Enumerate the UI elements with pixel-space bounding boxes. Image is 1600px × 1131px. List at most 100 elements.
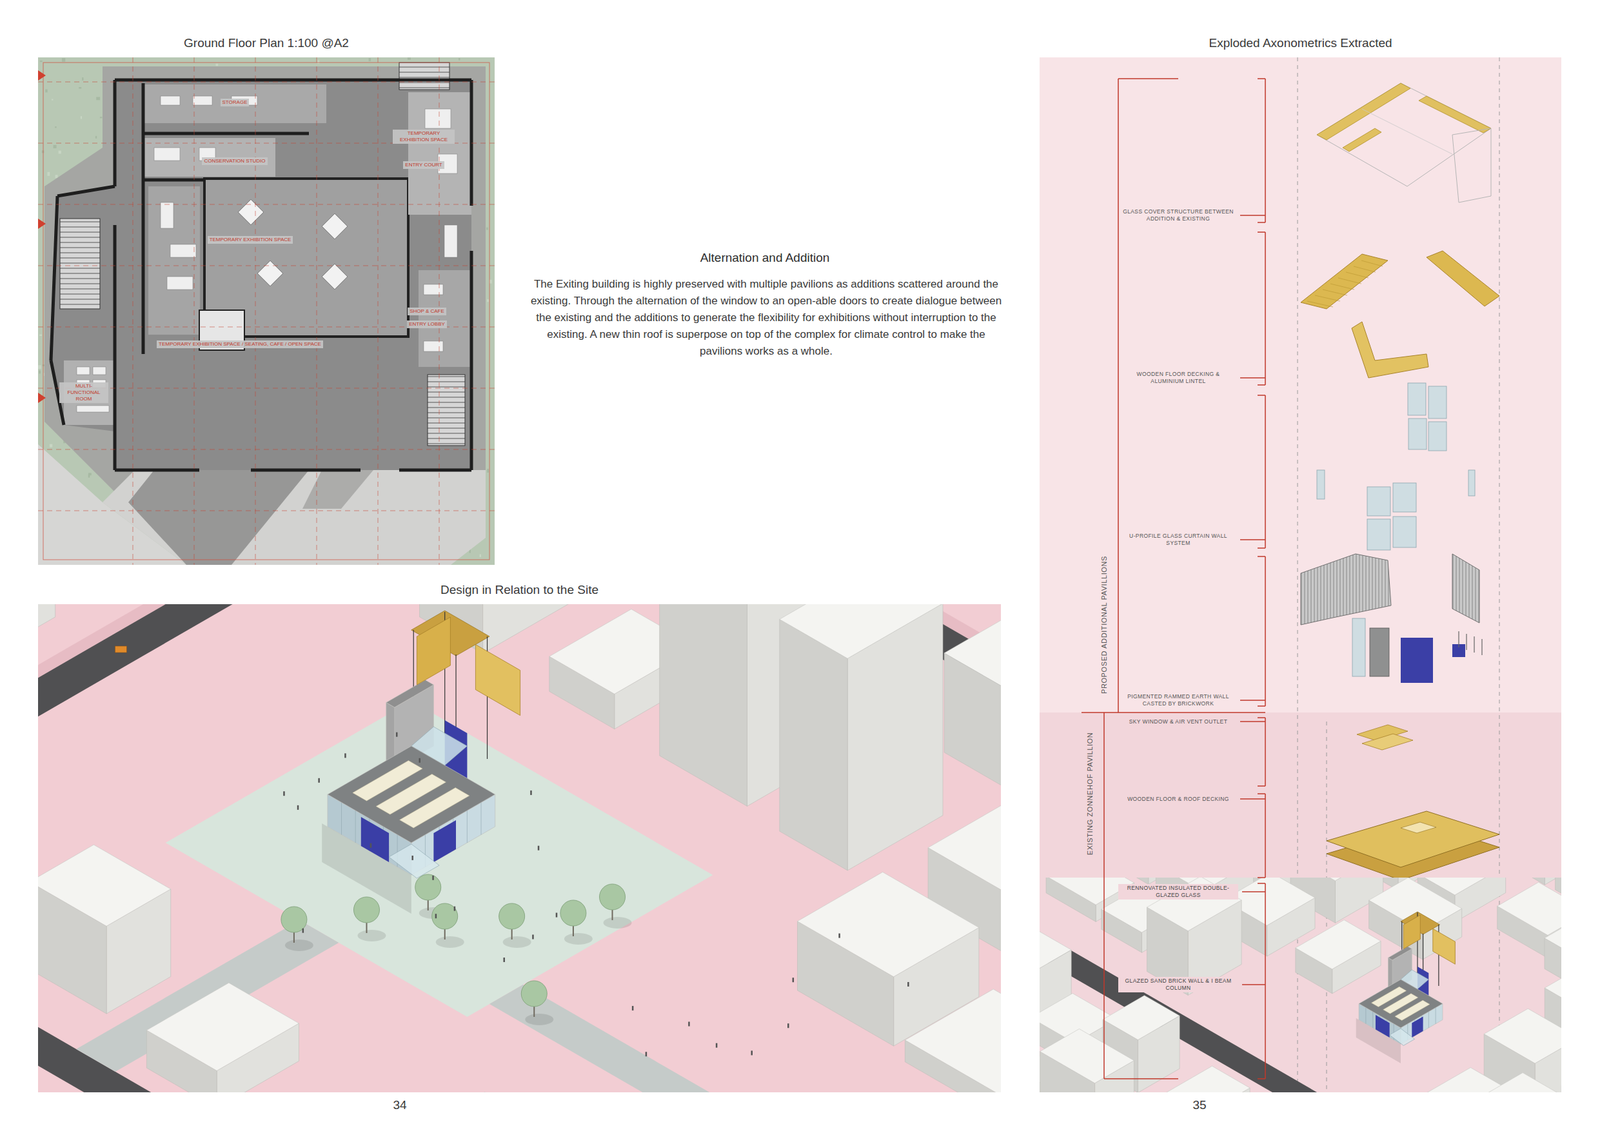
person [411, 855, 414, 861]
grass-texture [486, 299, 489, 302]
furniture [192, 96, 213, 106]
exploded-axonometric [1039, 57, 1562, 1093]
bracket-tick [1257, 882, 1266, 885]
grid-line [255, 57, 257, 565]
wall [57, 186, 115, 197]
display-plinth [321, 263, 348, 290]
furniture [424, 108, 451, 129]
grid-line [194, 57, 195, 565]
mullion [355, 810, 356, 843]
bracket-tick [1257, 384, 1266, 386]
bracket-tick [1257, 717, 1266, 719]
leader-line [1240, 720, 1266, 723]
bracket [1264, 395, 1266, 549]
room [408, 92, 472, 215]
glass-panel [1428, 386, 1447, 419]
person [537, 846, 540, 851]
room [143, 138, 276, 177]
callout-label: GLAZED SAND BRICK WALL & I BEAM COLUMN [1118, 977, 1239, 993]
grass-texture [45, 89, 48, 93]
tree [560, 900, 587, 927]
car [114, 646, 127, 653]
steel-post [1481, 639, 1482, 656]
bracket [1264, 883, 1266, 1079]
glass-panel [1408, 418, 1427, 450]
timber-plane [1300, 254, 1388, 309]
glass-frame [1452, 128, 1492, 203]
furniture [92, 366, 106, 375]
city-block [387, 1092, 575, 1094]
panel-ground [1039, 712, 1562, 1093]
bracket [1104, 1078, 1179, 1080]
leader-line [1240, 539, 1266, 541]
wall [143, 132, 309, 136]
leader-lines [1240, 215, 1266, 985]
furniture [167, 276, 193, 290]
decking-line [1361, 260, 1383, 267]
display-plinth [257, 260, 284, 287]
tree-shadow [564, 933, 593, 945]
bracket-tick [1257, 793, 1266, 795]
city-block [1544, 964, 1562, 1014]
tree [353, 897, 380, 923]
glass-canopy [388, 844, 440, 879]
bracket-tick [1257, 78, 1266, 80]
glass-panel [1316, 470, 1325, 500]
grid-marker [38, 70, 46, 81]
callout-label: PIGMENTED RAMMED EARTH WALL CASTED BY BR… [1120, 693, 1237, 708]
leader-line [1242, 891, 1266, 893]
bracket-tick [1257, 394, 1266, 396]
grass-texture [494, 561, 496, 565]
blue-panel [361, 817, 389, 863]
glass-panel [1428, 421, 1447, 451]
bracket-tick [1257, 877, 1266, 879]
city-block [797, 871, 979, 977]
paving [44, 66, 486, 538]
tree [281, 906, 307, 933]
timber-panel [475, 644, 520, 716]
bracket-tick [1257, 785, 1266, 787]
room [418, 270, 472, 367]
door [1369, 628, 1390, 677]
furniture [423, 284, 444, 295]
leader-line [1240, 377, 1266, 379]
bracket-label: EXISTING ZONNEHOF PAVILLION [1085, 732, 1095, 856]
grass-texture [99, 116, 103, 119]
city-block [1480, 1073, 1562, 1093]
mullion [1428, 1011, 1430, 1028]
city-block [904, 989, 1001, 1093]
callout-label: SKY WINDOW & AIR VENT OUTLET [1120, 718, 1237, 726]
timber-panel [416, 617, 451, 685]
room [148, 186, 200, 335]
tree [521, 980, 547, 1007]
steel-post [1465, 633, 1467, 651]
wall [470, 250, 474, 471]
tree-shadow [603, 917, 633, 929]
decking-line [1322, 289, 1348, 296]
body-text: The Exiting building is highly preserved… [527, 276, 1005, 360]
page-number: 34 [392, 1096, 407, 1114]
leader-line [1240, 214, 1266, 217]
room-label: TEMPORARY EXHIBITION SPACE [207, 236, 294, 244]
bracket-tick [1257, 231, 1266, 233]
person [283, 791, 286, 796]
grid-line [132, 57, 134, 565]
person [454, 906, 456, 912]
road [38, 604, 1001, 1093]
panel-heading: Design in Relation to the Site [38, 582, 1001, 598]
glass-panel [1367, 486, 1391, 516]
road [1039, 877, 1562, 1093]
grass-texture [54, 126, 57, 128]
grid-line [316, 57, 318, 565]
person [503, 957, 505, 963]
person [632, 1006, 634, 1011]
leader-line [1242, 984, 1266, 986]
tree [499, 903, 525, 930]
person [432, 875, 435, 881]
furniture [160, 96, 180, 106]
glass-panel [1392, 483, 1417, 513]
wall [50, 196, 58, 361]
furniture [160, 202, 174, 229]
